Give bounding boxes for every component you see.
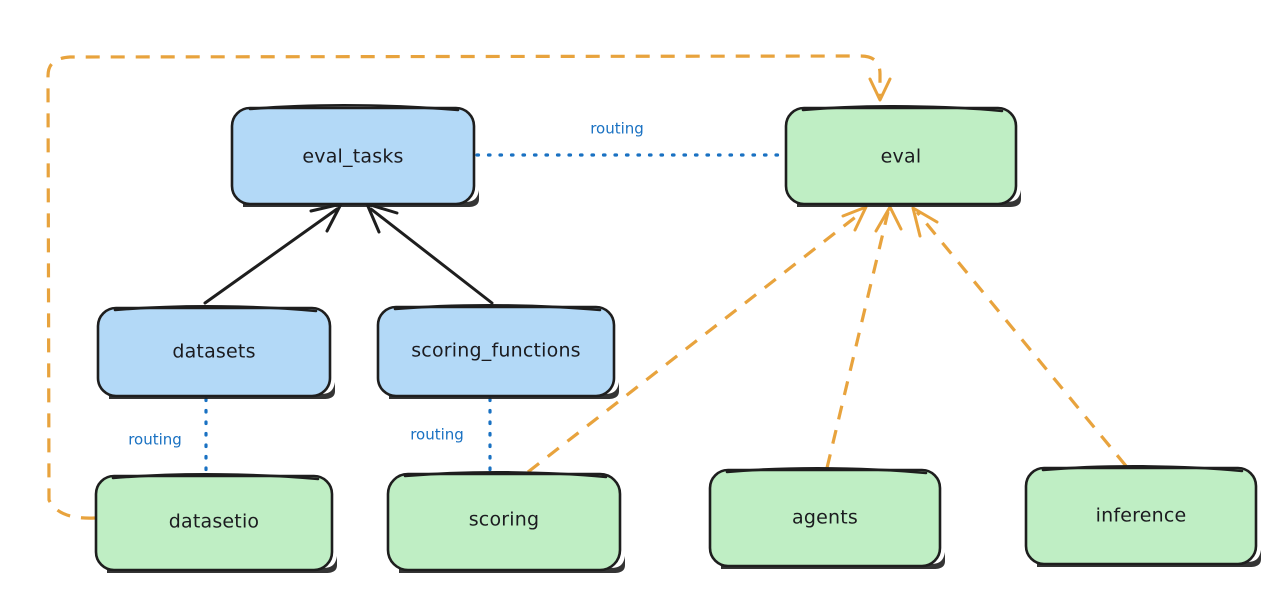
node-eval_tasks[interactable]: eval_tasks xyxy=(230,104,479,207)
edge-label-routing-datasetio: routing xyxy=(128,431,182,449)
edge-eval_tasks-eval[interactable]: routing xyxy=(475,120,786,157)
edge-datasets-datasetio[interactable]: routing xyxy=(128,397,208,475)
node-label-inference: inference xyxy=(1096,505,1187,527)
node-label-eval_tasks: eval_tasks xyxy=(302,146,403,168)
edge-layer: routing routing routing xyxy=(46,54,1128,520)
edge-datasets-eval_tasks[interactable] xyxy=(203,202,343,305)
node-eval[interactable]: eval xyxy=(784,105,1021,207)
node-agents[interactable]: agents xyxy=(708,467,945,569)
edge-inference-eval[interactable] xyxy=(911,206,1128,468)
edge-label-routing-scoring: routing xyxy=(410,426,464,444)
edge-agents-eval[interactable] xyxy=(825,205,903,469)
node-label-eval: eval xyxy=(881,146,922,168)
node-datasets[interactable]: datasets xyxy=(96,305,335,399)
node-scoring_functions[interactable]: scoring_functions xyxy=(376,304,619,399)
node-layer: eval_tasks eval datasets scor xyxy=(94,104,1261,573)
node-label-agents: agents xyxy=(792,507,858,529)
node-label-scoring: scoring xyxy=(469,509,540,531)
edge-scoring_functions-scoring[interactable]: routing xyxy=(410,397,492,474)
edge-scoring_functions-eval_tasks[interactable] xyxy=(365,202,494,305)
node-label-datasetio: datasetio xyxy=(169,511,260,533)
node-datasetio[interactable]: datasetio xyxy=(94,473,337,573)
node-inference[interactable]: inference xyxy=(1024,465,1261,567)
node-scoring[interactable]: scoring xyxy=(386,471,625,573)
node-label-scoring_functions: scoring_functions xyxy=(411,340,581,362)
edge-label-routing-eval: routing xyxy=(590,120,644,138)
node-label-datasets: datasets xyxy=(172,341,255,363)
edge-datasetio-eval[interactable] xyxy=(46,54,892,520)
